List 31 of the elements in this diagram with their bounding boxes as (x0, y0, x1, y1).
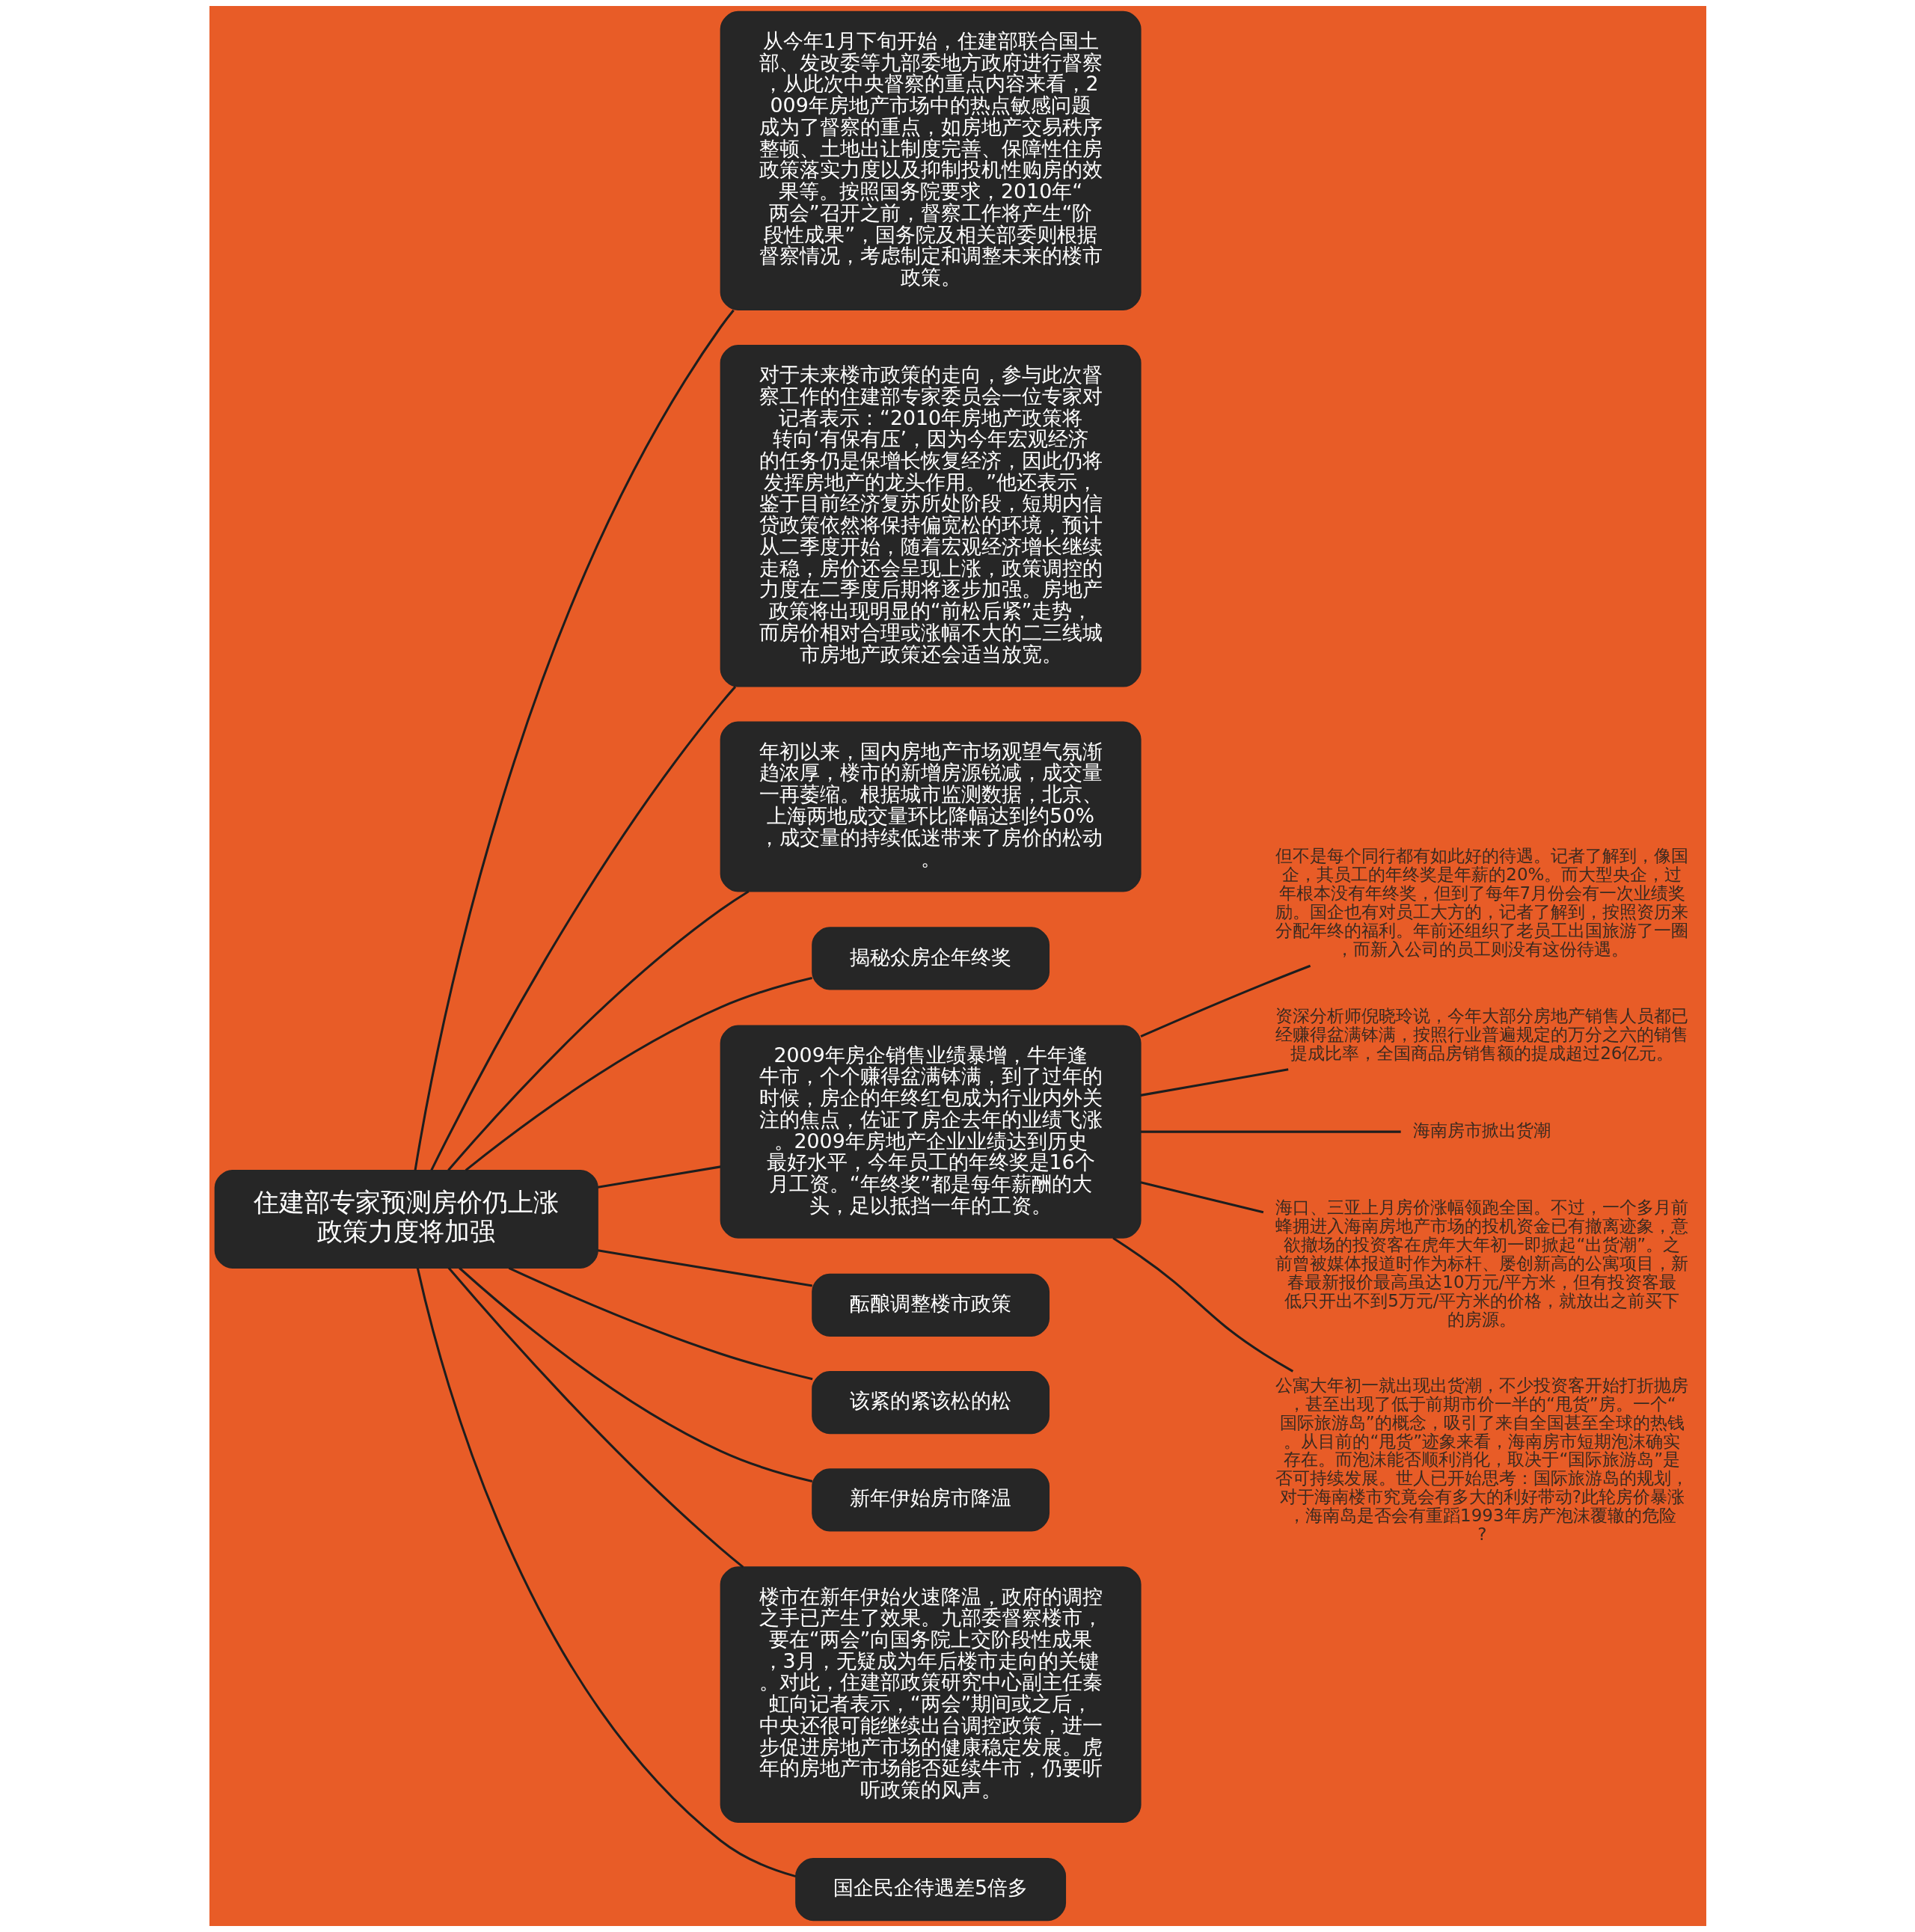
connector (458, 1267, 812, 1482)
node-box: 该紧的紧该松的松 (811, 1370, 1050, 1435)
connector (597, 1165, 720, 1189)
node-box: 国企民企待遇差5倍多 (794, 1857, 1066, 1922)
node-box: 从今年1月下旬开始，住建部联合国土部、发改委等九部委地方政府进行督察，从此次中央督察的重点内容来看，2009年房地产市场中的热点敏感问题成为了督察的重点，如房地产交易秩序整顿、土地出让制度完善、保障性住房政策落实力度以及抑制投机性购房的效果等。按照国务院要求，2010年“两会”召开之前，督察工作将产生“阶段性成果”，国务院及相关部委则根据督察情况，考虑制定和调整未来的楼市政策。 (720, 10, 1142, 310)
node-box: 揭秘众房企年终奖 (811, 927, 1050, 990)
node-text: 但不是每个同行都有如此好的待遇。记者了解到，像国企，其员工的年终奖是年薪的20%。而大型央企，过年根本没有年终奖，但到了每年7月份会有一次业绩奖励。国企也有对员工大方的，记者了解到，按照资历来分配年终的福利。年前还组织了老员工出国旅游了一圈，而新入公司的员工则没有这份待遇。 (1275, 846, 1688, 959)
node-box: 住建部专家预测房价仍上涨政策力度将加强 (214, 1169, 598, 1269)
node-text: 海南房市掀出货潮 (1412, 1120, 1551, 1141)
node-box: 酝酿调整楼市政策 (811, 1273, 1050, 1337)
node-box: 年初以来，国内房地产市场观望气氛渐趋浓厚，楼市的新增房源锐减，成交量一再萎缩。根据城市监测数据，北京、上海两地成交量环比降幅达到约50%，成交量的持续低迷带来了房价的松动。 (720, 721, 1142, 892)
connector (1112, 1237, 1293, 1373)
node-text: 海口、三亚上月房价涨幅领跑全国。不过，一个多月前蜂拥进入海南房地产市场的投机资金已有撤离迹象，意欲撤场的投资客在虎年大年初一即掀起“出货潮”。之前曾被媒体报道时作为标杆、屡创新高的公寓项目，新春最新报价最高虽达10万元/平方米，但有投资客最低只开出不到5万元/平方米的价格，就放出之前买下的房源。 (1275, 1197, 1688, 1329)
node-box: 2009年房企销售业绩暴增，牛年逢牛市，个个赚得盆满钵满，到了过年的时候，房企的年终红包成为行业内外关注的焦点，佐证了房企去年的业绩飞涨。2009年房地产企业业绩达到历史最好水平，今年员工的年终奖是16个月工资。“年终奖”都是每年薪酬的大头，足以抵挡一年的工资。 (720, 1025, 1142, 1239)
connector (508, 1266, 812, 1381)
node-box: 新年伊始房市降温 (811, 1468, 1050, 1532)
connector (597, 1249, 812, 1287)
connector (1140, 1068, 1288, 1097)
connector (414, 309, 735, 1171)
connector (1140, 1181, 1263, 1214)
connector (447, 890, 750, 1171)
connector (447, 1267, 744, 1568)
connector (1140, 1130, 1401, 1133)
node-box: 楼市在新年伊始火速降温，政府的调控之手已产生了效果。九部委督察楼市，要在“两会”向国务院上交阶段性成果，3月，无疑成为年后楼市走向的关键。对此，住建部政策研究中心副主任秦虹向记者表示，“两会”期间或之后，中央还很可能继续出台调控政策，进一步促进房地产市场的健康稳定发展。虎年的房地产市场能否延续牛市，仍要听听政策的风声。 (720, 1566, 1142, 1824)
node-box: 对于未来楼市政策的走向，参与此次督察工作的住建部专家委员会一位专家对记者表示：“2010年房地产政策将转向‘有保有压’，因为今年宏观经济的任务仍是保增长恢复经济，因此仍将发挥房地产的龙头作用。”他还表示，鉴于目前经济复苏所处阶段，短期内信贷政策依然将保持偏宽松的环境，预计从二季度开始，随着宏观经济增长继续走稳，房价还会呈现上涨，政策调控的力度在二季度后期将逐步加强。房地产政策将出现明显的“前松后紧”走势，而房价相对合理或涨幅不大的二三线城市房地产政策还会适当放宽。 (720, 344, 1142, 687)
connector (1139, 964, 1311, 1038)
connector (465, 977, 812, 1171)
connector (429, 686, 736, 1171)
node-text: 资深分析师倪晓玲说，今年大部分房地产销售人员都已经赚得盆满钵满，按照行业普遍规定的万分之六的销售提成比率，全国商品房销售额的提成超过26亿元。 (1275, 1005, 1688, 1063)
node-text: 公寓大年初一就出现出货潮，不少投资客开始打折抛房，甚至出现了低于前期市价一半的“甩货”房。一个“国际旅游岛”的概念，吸引了来自全国甚至全球的热钱。从目前的“甩货”迹象来看，海南房市短期泡沫确实存在。而泡沫能否顺利消化，取决于“国际旅游岛”是否可持续发展。世人已开始思考：国际旅游岛的规划，对于海南楼市究竟会有多大的利好带动?此轮房价暴涨，海南岛是否会有重蹈1993年房产泡沫覆辙的危险? (1275, 1375, 1688, 1545)
connector (416, 1268, 796, 1878)
